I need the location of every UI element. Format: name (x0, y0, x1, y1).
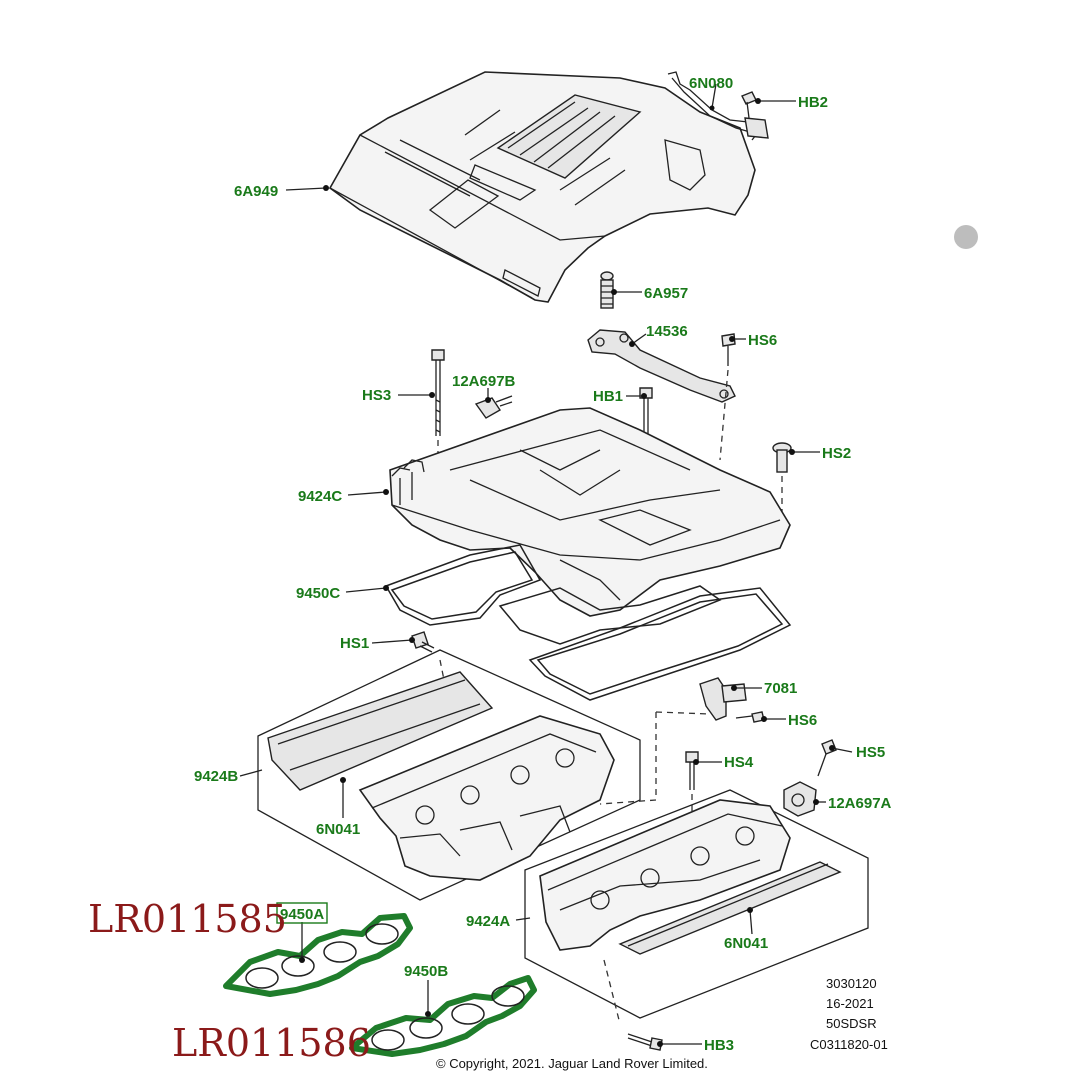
meta-line-1: 3030120 (826, 976, 877, 991)
label-9424a: 9424A (466, 913, 510, 930)
label-6n041-left: 6N041 (316, 821, 360, 838)
callout-labels: 6N080 HB2 6A949 6A957 14536 HS6 HS3 12A6… (194, 75, 892, 1054)
leader-lines (239, 83, 853, 1045)
label-9450a-box (276, 902, 328, 924)
meta-line-3: 50SDSR (826, 1016, 877, 1031)
diagram-metadata: 3030120 16-2021 50SDSR C0311820-01 (810, 976, 888, 1052)
engine-cover (328, 71, 756, 303)
label-9450a: 9450A (280, 906, 324, 923)
label-hb2: HB2 (798, 94, 828, 111)
label-6a949: 6A949 (234, 183, 278, 200)
part-number-upper: LR011585 (88, 897, 287, 941)
label-hb1: HB1 (593, 388, 623, 405)
lower-manifold-9424b (257, 649, 641, 901)
label-6n080: 6N080 (689, 75, 733, 92)
label-hb3: HB3 (704, 1037, 734, 1054)
label-12a697b: 12A697B (452, 373, 516, 390)
meta-line-4: C0311820-01 (810, 1037, 888, 1052)
bolt-hb2 (741, 91, 757, 119)
label-6a957: 6A957 (644, 285, 688, 302)
lower-manifold-9424a (524, 789, 869, 1019)
gasket-9450a-highlighted (223, 913, 413, 997)
label-hs2: HS2 (822, 445, 851, 462)
gasket-9450b-highlighted (349, 975, 537, 1057)
meta-line-2: 16-2021 (826, 996, 874, 1011)
label-hs6-top: HS6 (748, 332, 777, 349)
label-7081: 7081 (764, 680, 797, 697)
bolt-hs6-mid (735, 711, 765, 723)
label-9424b: 9424B (194, 768, 238, 785)
bolt-hb3 (603, 959, 663, 1051)
label-hs1: HS1 (340, 635, 369, 652)
sensor-12a697b (474, 395, 513, 419)
upper-intake-plenum (389, 407, 791, 617)
label-9450b: 9450B (404, 963, 448, 980)
gasket-9450c (384, 544, 792, 701)
label-6n041-right: 6N041 (724, 935, 768, 952)
label-9450c: 9450C (296, 585, 340, 602)
bracket-14536 (587, 329, 736, 403)
label-9424c: 9424C (298, 488, 342, 505)
part-number-lower: LR011586 (172, 1021, 371, 1065)
label-12a697a: 12A697A (828, 795, 892, 812)
label-hs3: HS3 (362, 387, 391, 404)
label-hs5: HS5 (856, 744, 885, 761)
label-hs4: HS4 (724, 754, 754, 771)
leader-dots (299, 98, 835, 1047)
gray-dot-marker (954, 225, 978, 249)
elbow-7081 (599, 677, 747, 805)
label-hs6-mid: HS6 (788, 712, 817, 729)
copyright-notice: © Copyright, 2021. Jaguar Land Rover Lim… (436, 1056, 708, 1071)
stud-6a957 (600, 271, 614, 309)
sensor-12a697a (783, 781, 817, 817)
label-14536: 14536 (646, 323, 688, 340)
